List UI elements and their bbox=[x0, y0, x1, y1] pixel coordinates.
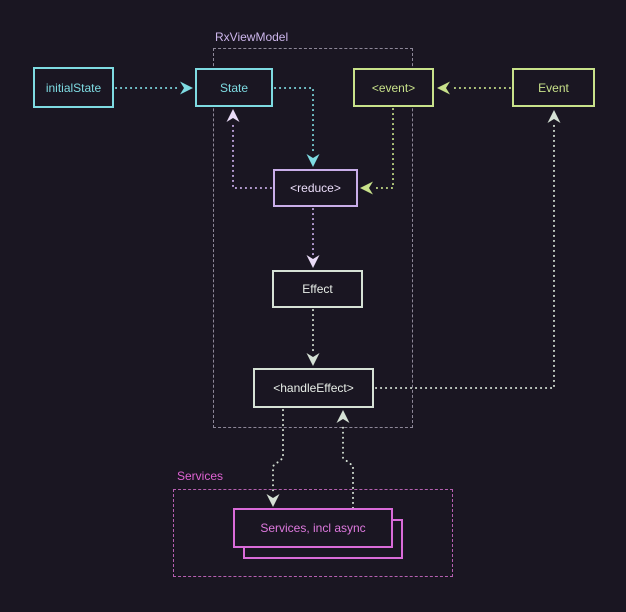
edge-eventstream-to-reduce bbox=[371, 108, 394, 189]
node-event-stream-label: <event> bbox=[371, 80, 416, 95]
node-reduce-label: <reduce> bbox=[290, 181, 341, 195]
node-state-label: State bbox=[219, 80, 249, 95]
edge-handleeffect-to-services bbox=[272, 409, 284, 496]
edge-handleeffect-to-event bbox=[375, 122, 555, 389]
arrowhead-effect-to-handleeffect bbox=[306, 353, 320, 366]
node-initialstate-label: initialState bbox=[45, 80, 102, 95]
rxviewmodel-group-border bbox=[213, 48, 413, 428]
node-effect-label: Effect bbox=[302, 282, 333, 296]
node-state: State bbox=[195, 68, 273, 107]
arrowhead-reduce-to-effect bbox=[306, 255, 320, 268]
node-event-stream: <event> bbox=[353, 68, 434, 107]
node-event-label: Event bbox=[538, 80, 569, 95]
arrowhead-handleeffect-to-event bbox=[547, 110, 561, 123]
edge-state-to-reduce bbox=[274, 87, 314, 156]
arrowhead-reduce-to-state bbox=[226, 109, 240, 122]
node-services: Services, incl async bbox=[233, 508, 393, 548]
edge-reduce-to-state bbox=[232, 121, 272, 189]
services-group-border bbox=[173, 489, 453, 577]
arrowhead-initialstate-to-state bbox=[180, 81, 193, 95]
node-services-label: Services, incl async bbox=[260, 521, 366, 535]
arrowhead-event-to-eventstream bbox=[437, 81, 450, 95]
node-handle-effect: <handleEffect> bbox=[253, 368, 374, 408]
node-handle-effect-label: <handleEffect> bbox=[273, 381, 354, 395]
node-reduce: <reduce> bbox=[273, 169, 358, 207]
arrowhead-eventstream-to-reduce bbox=[360, 181, 373, 195]
node-initialstate: initialState bbox=[33, 67, 114, 108]
node-effect: Effect bbox=[272, 270, 363, 308]
arrowhead-services-to-handleeffect bbox=[336, 410, 350, 423]
rxviewmodel-group-label: RxViewModel bbox=[215, 30, 289, 44]
arrowhead-state-to-reduce bbox=[306, 154, 320, 167]
edge-services-to-handleeffect bbox=[342, 423, 354, 509]
arrowhead-handleeffect-to-services bbox=[266, 494, 280, 507]
services-group-label: Services bbox=[177, 469, 224, 483]
node-event: Event bbox=[512, 68, 595, 107]
